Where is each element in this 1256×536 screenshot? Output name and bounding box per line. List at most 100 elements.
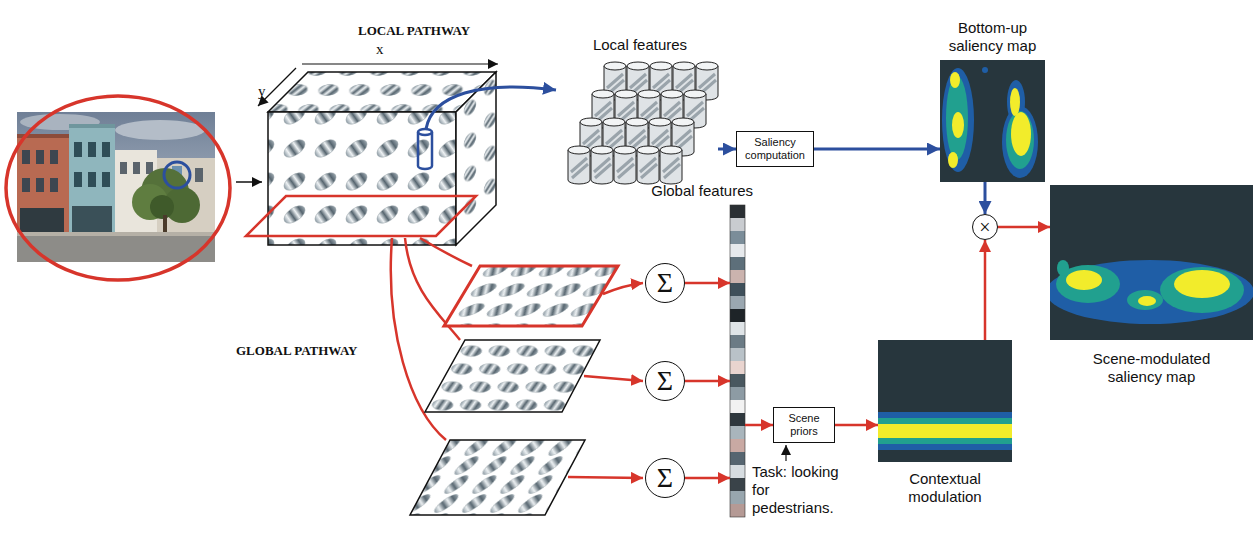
feature-stack <box>246 72 496 245</box>
plane-sum-arrows <box>603 283 643 294</box>
node-text: Σ <box>657 464 673 492</box>
global-region-outline <box>6 96 230 280</box>
node-text: Global features <box>651 182 753 200</box>
bottom-up-map-image <box>952 112 964 138</box>
axis-label: y <box>258 84 266 99</box>
feature-vector-bar <box>730 322 745 335</box>
bottom-up-map-image <box>946 76 968 160</box>
street-photo <box>36 150 44 164</box>
street-photo <box>102 142 110 157</box>
context-map: Contextual modulation <box>878 340 1012 462</box>
axis-arrow <box>302 63 498 64</box>
connector-arrow <box>685 282 730 285</box>
context-map-image <box>878 340 1012 462</box>
connector-arrow <box>998 226 1050 229</box>
node-text: Scene-modulated saliency map <box>1086 350 1218 386</box>
feature-vector-bar <box>730 205 745 218</box>
sum-node: Σ <box>645 458 685 498</box>
context-map-image <box>878 438 1012 444</box>
context-map-image <box>878 444 1012 450</box>
bottom-up-map-image <box>940 60 1045 182</box>
local-region-outline <box>164 162 190 188</box>
modulated-map-image <box>1127 290 1163 310</box>
connector-arrow <box>814 148 940 151</box>
node-text: Bottom-up saliency map <box>937 19 1049 55</box>
feature-vector-bar <box>730 309 745 322</box>
sum-node: Σ <box>645 361 685 401</box>
street-photo <box>36 178 44 192</box>
node-text: Contextual modulation <box>889 470 1001 506</box>
bottom-up-map-image <box>942 68 974 172</box>
plane-sum-arrows <box>568 477 643 478</box>
input-arrow <box>236 181 262 183</box>
street-photo <box>17 112 215 262</box>
street-photo <box>115 120 205 140</box>
feature-vector-bar <box>730 387 745 400</box>
feature-vector-bar <box>730 231 745 244</box>
street-photo <box>195 168 203 182</box>
feature-vector-outline <box>730 205 745 517</box>
modulated-map-image <box>1050 260 1253 324</box>
bottom-up-map-image <box>1006 111 1034 169</box>
node-text: Saliency computation <box>740 136 810 161</box>
feature-vector-bar <box>730 504 745 517</box>
context-map-image <box>878 340 1012 462</box>
feature-vector-bar <box>730 257 745 270</box>
modulated-map-image <box>1050 185 1253 340</box>
feature-stack <box>418 129 432 135</box>
feature-vector-bar <box>730 283 745 296</box>
feature-vector-bar <box>730 452 745 465</box>
bottom-up-map-image <box>948 152 958 168</box>
local-feature-cylinders <box>637 146 659 184</box>
street-photo <box>102 172 110 187</box>
axis-arrow <box>258 68 296 106</box>
saliency-map: Scene-modulated saliency map <box>1050 185 1253 340</box>
street-photo <box>20 208 64 235</box>
pathway-label: GLOBAL PATHWAY <box>236 344 357 357</box>
street-photo <box>88 172 96 187</box>
local-feature-cylinders <box>568 62 718 184</box>
street-photo <box>150 195 174 219</box>
street-photo <box>17 112 215 262</box>
node-text: Σ <box>657 269 673 297</box>
feature-stack <box>418 132 432 169</box>
feature-vector-bar <box>730 361 745 374</box>
connector-arrow <box>984 240 987 340</box>
feature-vector-bar <box>730 413 745 426</box>
feature-vector-bar <box>730 205 745 517</box>
context-map-image <box>878 424 1012 438</box>
feature-vector-bar <box>730 400 745 413</box>
street-photo <box>22 178 30 192</box>
feature-vector-bar <box>730 374 745 387</box>
feature-vector-bar <box>730 296 745 309</box>
street-photo <box>69 128 115 238</box>
feature-stack <box>456 72 496 245</box>
task-arrow <box>785 445 786 461</box>
feature-vector-bar <box>730 335 745 348</box>
plane-sum-arrows <box>584 376 643 381</box>
local-sample-arrow <box>426 87 556 129</box>
process-box: Saliency computation <box>736 131 814 166</box>
node-text: Local features <box>570 36 710 54</box>
feature-vector-bar <box>730 218 745 231</box>
connector-arrow <box>835 424 878 427</box>
connector-arrow <box>685 477 730 480</box>
node-text: Σ <box>657 367 673 395</box>
street-photo <box>74 142 82 157</box>
feature-vector-bar <box>730 426 745 439</box>
context-map-image <box>878 412 1012 418</box>
orientation-planes <box>425 340 600 412</box>
orientation-planes <box>410 440 585 515</box>
bottom-up-map-image <box>940 60 1045 182</box>
global-split-curves <box>420 238 472 266</box>
orientation-planes <box>444 266 618 326</box>
local-feature-cylinders <box>614 146 636 184</box>
bottom-up-map-image <box>1010 88 1020 116</box>
modulated-map-image <box>1138 296 1156 306</box>
node-text: Scene priors <box>777 412 831 437</box>
feature-vector: Global features <box>730 205 745 517</box>
